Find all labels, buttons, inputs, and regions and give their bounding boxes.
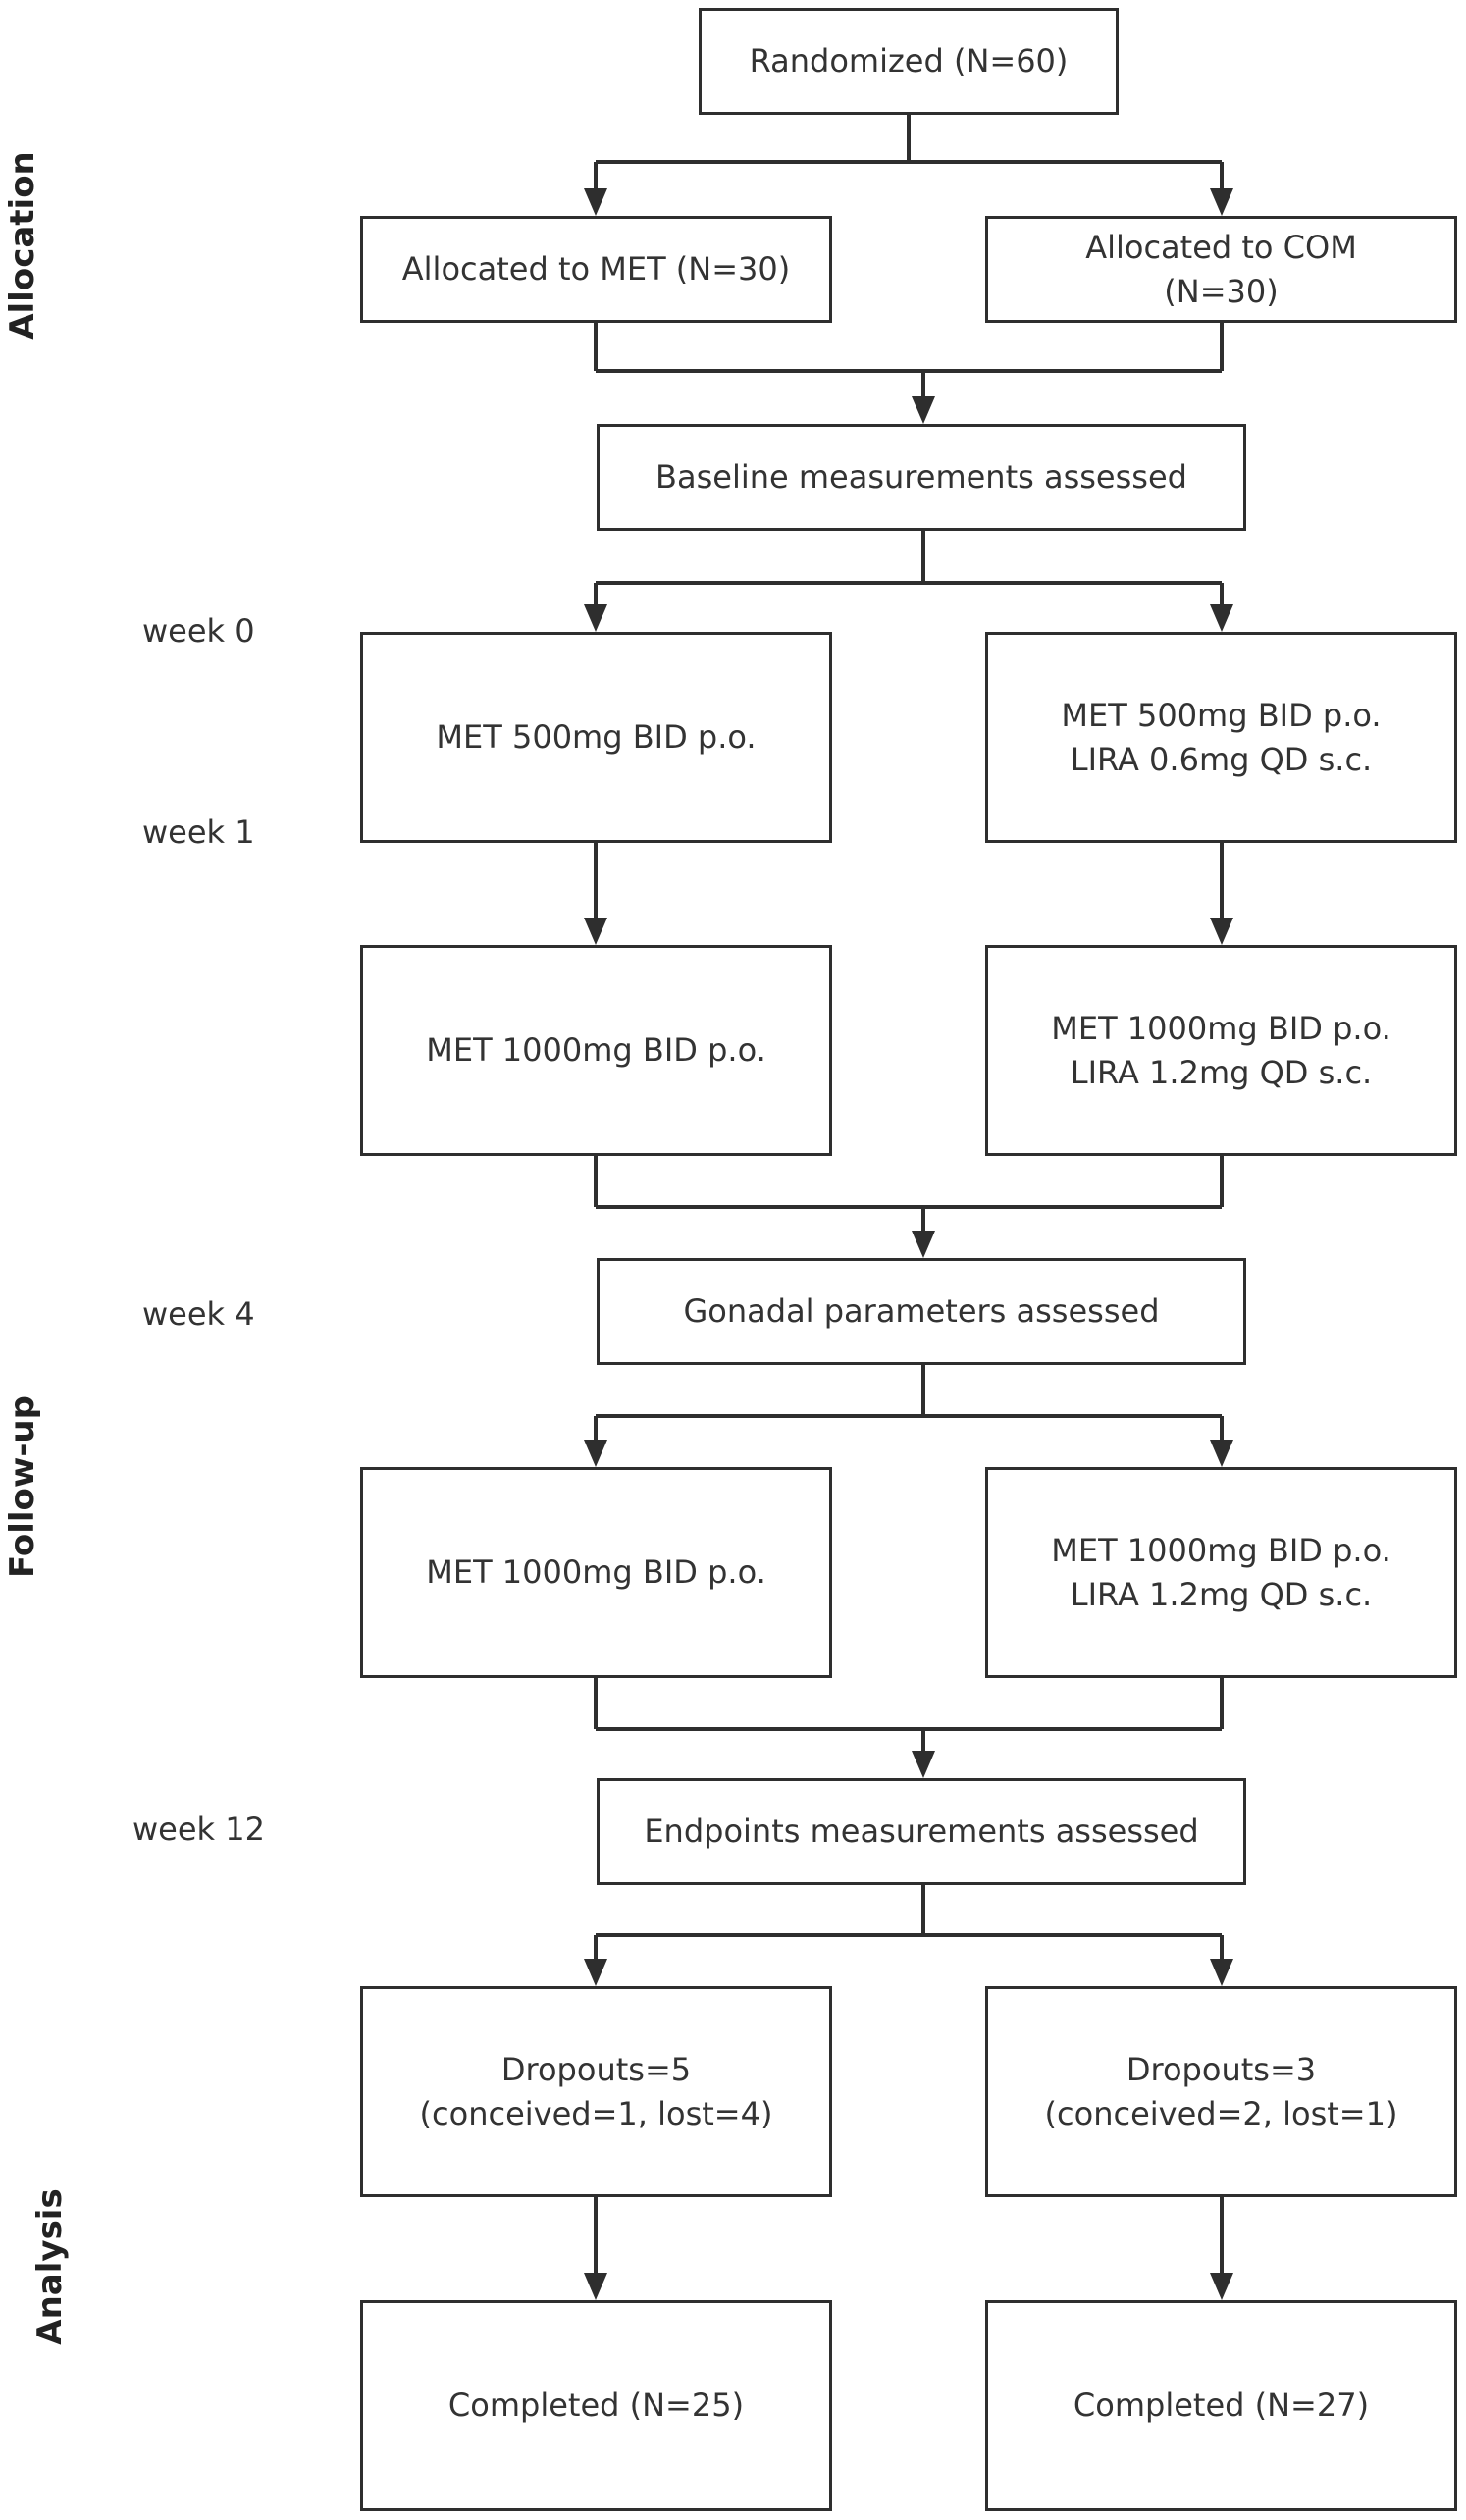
box-text-line: MET 1000mg BID p.o. <box>426 1031 766 1070</box>
arrow-head <box>912 396 935 424</box>
box-text-line: LIRA 0.6mg QD s.c. <box>1070 740 1373 778</box>
box-text-line: Completed (N=27) <box>1073 2387 1370 2425</box>
box-text-line: (N=30) <box>1164 272 1279 310</box>
allocated-com-box: Allocated to COM (N=30) <box>985 216 1457 323</box>
section-label-follow-up: Follow-up <box>3 1395 42 1578</box>
met-500-box: MET 500mg BID p.o. <box>360 632 832 843</box>
com-1000-box-b: MET 1000mg BID p.o. LIRA 1.2mg QD s.c. <box>985 1467 1457 1678</box>
box-text-line: Allocated to MET (N=30) <box>401 250 791 289</box>
box-text-line: LIRA 1.2mg QD s.c. <box>1070 1053 1373 1091</box>
week-1-label: week 1 <box>142 814 255 851</box>
arrow-head <box>912 1231 935 1258</box>
box-text-line: (conceived=1, lost=4) <box>419 2094 773 2132</box>
arrow-head <box>584 604 607 632</box>
arrow-head <box>584 1440 607 1467</box>
box-text-line: MET 500mg BID p.o. <box>1061 696 1382 734</box>
gonadal-box: Gonadal parameters assessed <box>597 1258 1246 1365</box>
endpoints-box: Endpoints measurements assessed <box>597 1778 1246 1885</box>
arrow-head <box>1210 1959 1233 1986</box>
box-text-line: Dropouts=5 <box>500 2050 692 2088</box>
arrow-head <box>912 1751 935 1778</box>
box-text-line: Endpoints measurements assessed <box>644 1812 1199 1851</box>
box-text-line: Dropouts=3 <box>1126 2050 1317 2088</box>
met-1000-box-b: MET 1000mg BID p.o. <box>360 1467 832 1678</box>
box-text-line: Completed (N=25) <box>447 2387 745 2425</box>
box-text-line: MET 1000mg BID p.o. <box>1051 1009 1391 1047</box>
section-label-allocation: Allocation <box>3 151 42 340</box>
com-500-box: MET 500mg BID p.o. LIRA 0.6mg QD s.c. <box>985 632 1457 843</box>
baseline-box: Baseline measurements assessed <box>597 424 1246 531</box>
arrow-head <box>1210 188 1233 216</box>
arrow-head <box>584 2273 607 2300</box>
completed-com-box: Completed (N=27) <box>985 2300 1457 2511</box>
met-1000-box-a: MET 1000mg BID p.o. <box>360 945 832 1156</box>
week-0-label: week 0 <box>142 612 255 650</box>
completed-met-box: Completed (N=25) <box>360 2300 832 2511</box>
arrow-head <box>584 918 607 945</box>
section-label-analysis: Analysis <box>30 2188 70 2345</box>
arrow-head <box>584 1959 607 1986</box>
dropouts-com-box: Dropouts=3 (conceived=2, lost=1) <box>985 1986 1457 2197</box>
arrow-head <box>1210 604 1233 632</box>
box-text-line: MET 500mg BID p.o. <box>436 718 757 757</box>
com-1000-box-a: MET 1000mg BID p.o. LIRA 1.2mg QD s.c. <box>985 945 1457 1156</box>
box-text-line: MET 1000mg BID p.o. <box>1051 1531 1391 1569</box>
box-text-line: Baseline measurements assessed <box>655 458 1187 497</box>
arrow-head <box>1210 1440 1233 1467</box>
arrow-head <box>1210 918 1233 945</box>
box-text-line: MET 1000mg BID p.o. <box>426 1553 766 1592</box>
box-text-line: (conceived=2, lost=1) <box>1044 2094 1398 2132</box>
week-4-label: week 4 <box>142 1295 255 1333</box>
box-text-line: Allocated to COM <box>1085 228 1357 266</box>
box-text-line: LIRA 1.2mg QD s.c. <box>1070 1575 1373 1613</box>
allocated-met-box: Allocated to MET (N=30) <box>360 216 832 323</box>
arrow-head <box>584 188 607 216</box>
box-text-line: Randomized (N=60) <box>749 42 1069 80</box>
randomized-box: Randomized (N=60) <box>699 8 1119 115</box>
box-text-line: Gonadal parameters assessed <box>683 1292 1160 1331</box>
week-12-label: week 12 <box>132 1811 265 1848</box>
arrow-head <box>1210 2273 1233 2300</box>
dropouts-met-box: Dropouts=5 (conceived=1, lost=4) <box>360 1986 832 2197</box>
